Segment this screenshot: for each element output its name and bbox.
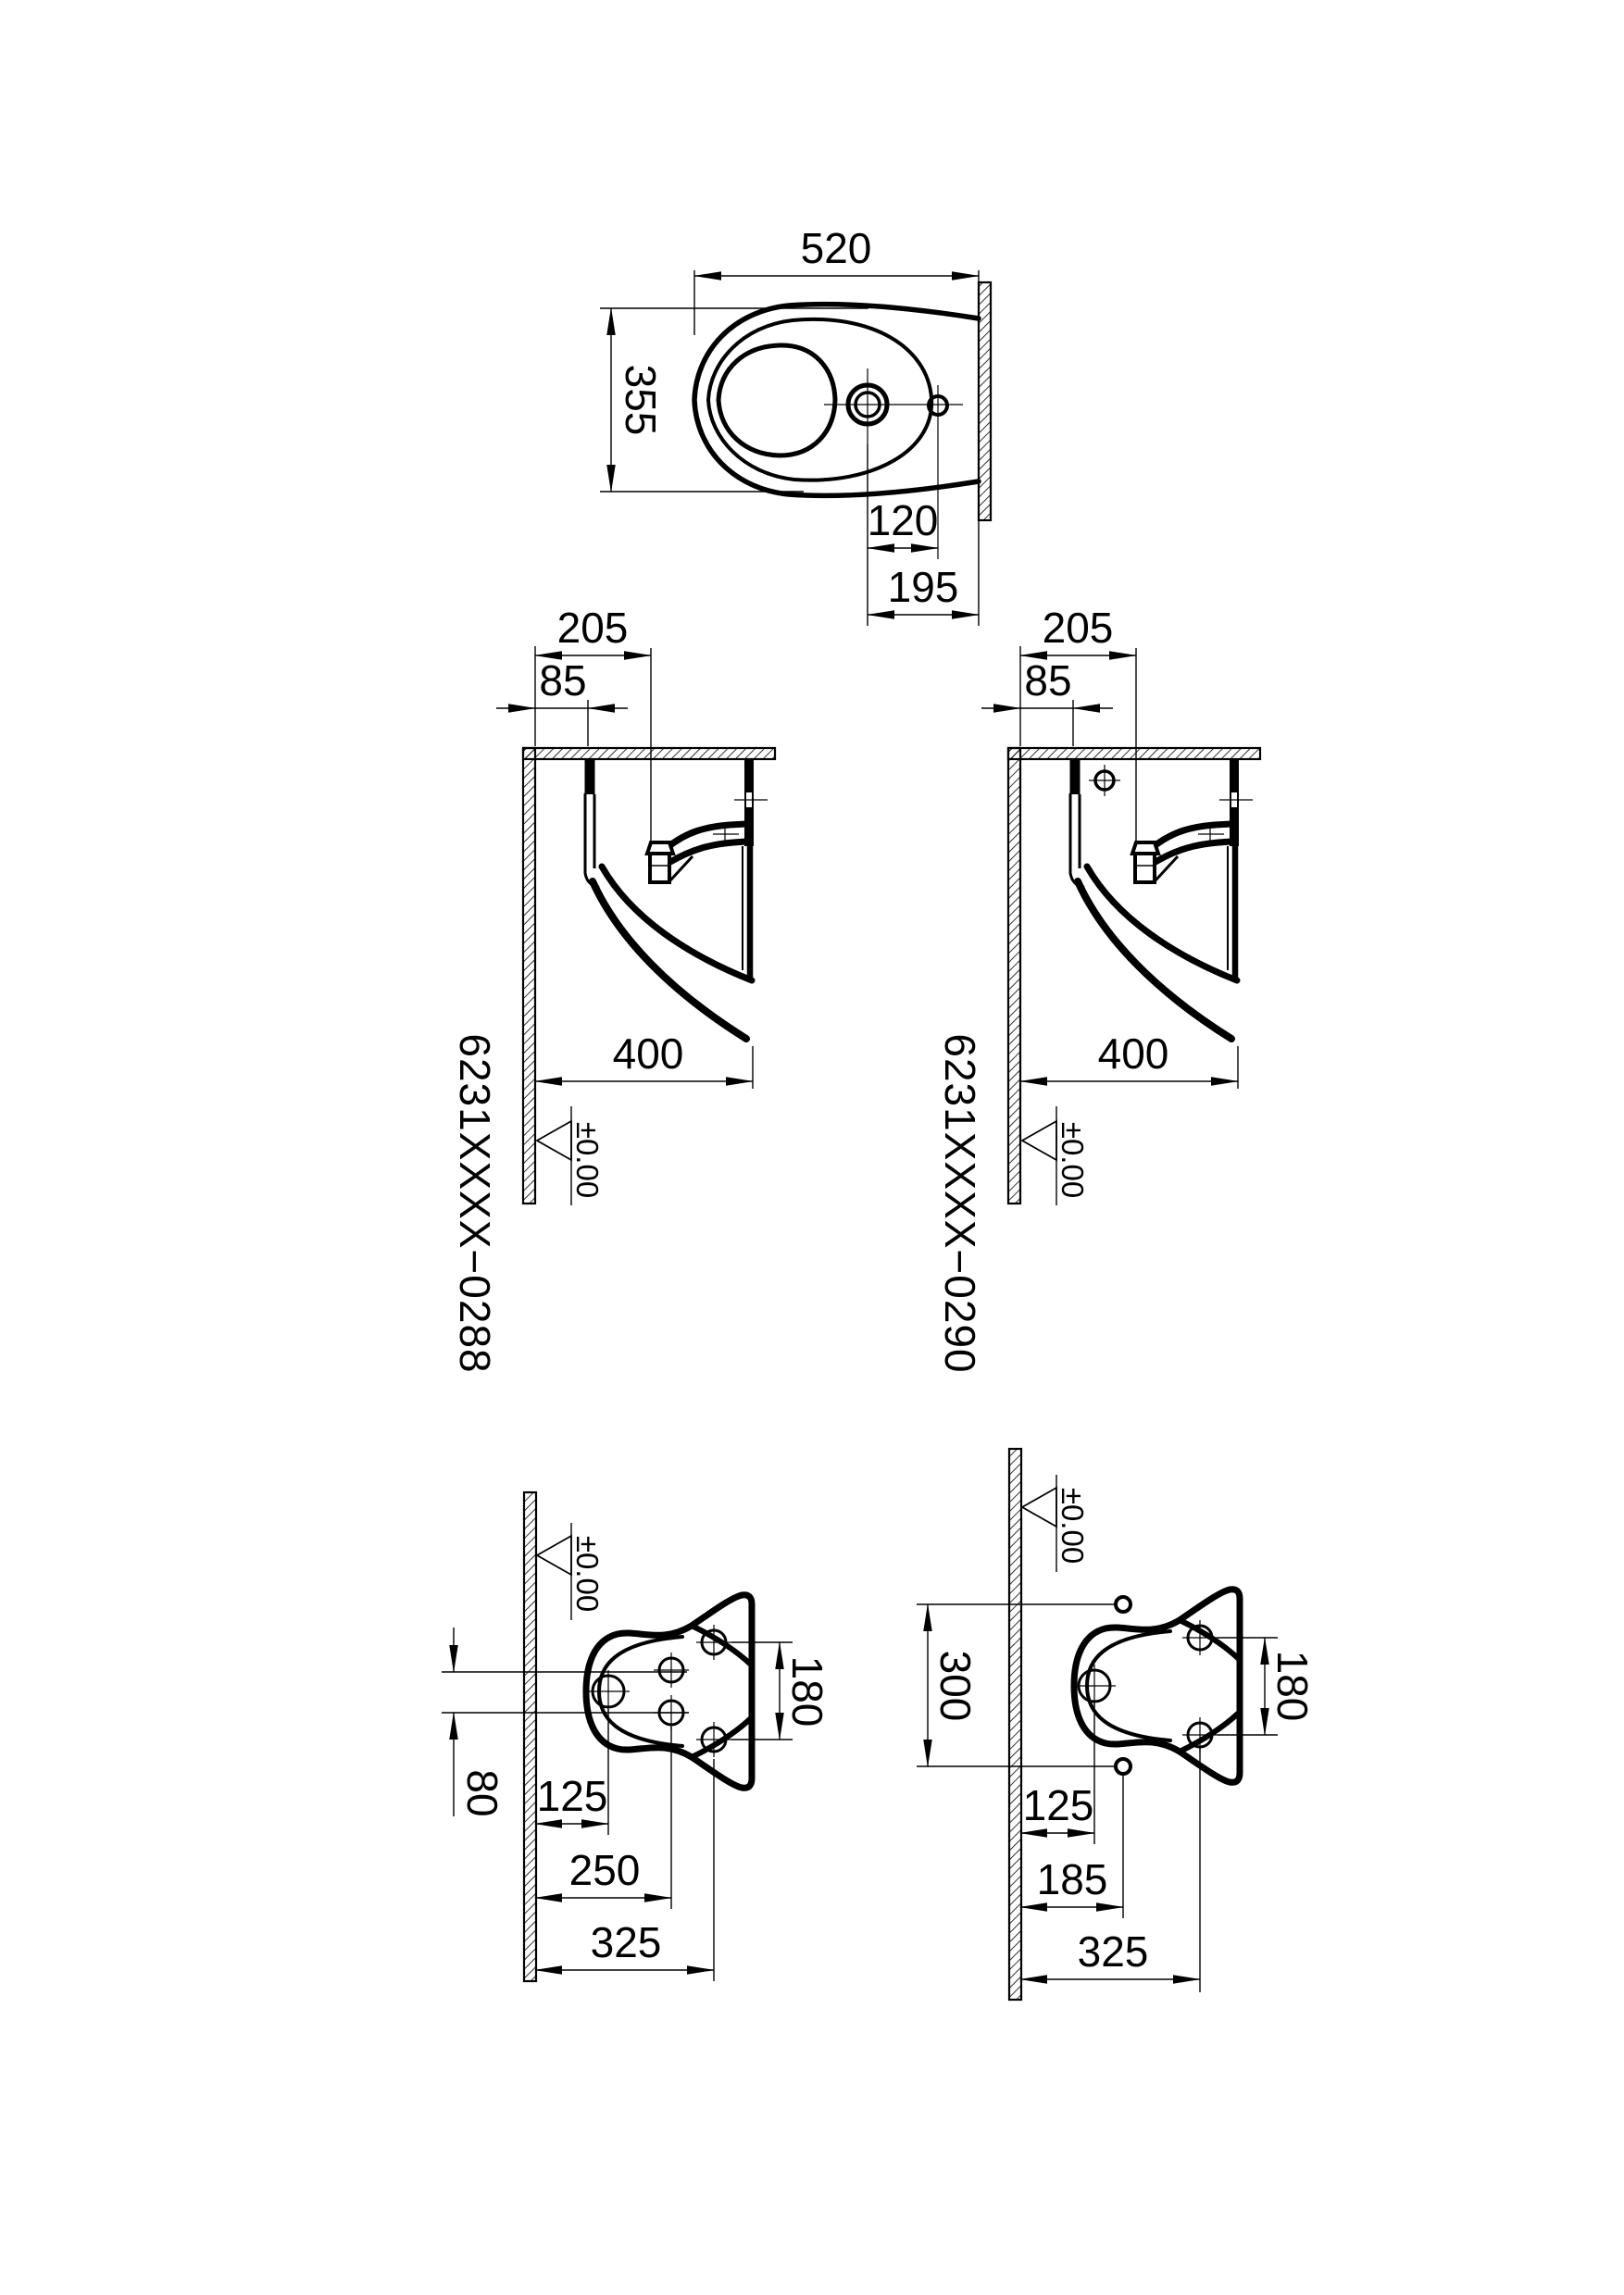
dim-355-text: 355 xyxy=(617,365,665,436)
dim-80-text: 80 xyxy=(458,1769,506,1816)
dim-300-text: 300 xyxy=(931,1651,980,1722)
dim-120: 120 xyxy=(867,444,939,626)
wall-section xyxy=(1006,746,1262,761)
level-text: ±0.00 xyxy=(570,1536,605,1612)
dim-85-text: 85 xyxy=(539,656,586,705)
level-text: ±0.00 xyxy=(1056,1488,1090,1564)
side-fixing-hole xyxy=(696,1625,731,1660)
level-marker: ±0.00 xyxy=(535,1106,605,1205)
dim-325-text: 325 xyxy=(1078,1927,1149,1976)
fixing-hole xyxy=(654,1695,689,1730)
supply-pipe xyxy=(1148,820,1235,866)
dim-125: 125 xyxy=(1019,1781,1095,1838)
dim-400-text: 400 xyxy=(1098,1029,1169,1078)
dim-85: 85 xyxy=(981,656,1113,746)
faucet-box xyxy=(1130,841,1180,884)
drain-hole xyxy=(1073,1665,1116,1707)
dim-85-text: 85 xyxy=(1024,656,1071,705)
bidet-profile xyxy=(1068,759,1253,1042)
wall-section xyxy=(1007,1447,1023,2002)
dim-80: 80 xyxy=(449,1628,506,1817)
fixing-hole xyxy=(927,385,949,559)
product-code-label: 6231XXXX−0288 xyxy=(451,1033,499,1373)
dim-205-text: 205 xyxy=(1043,604,1114,652)
bidet-rim xyxy=(706,317,934,482)
dim-250: 250 xyxy=(534,1846,672,1902)
level-marker-icon xyxy=(535,1534,572,1577)
drain-hole xyxy=(587,1670,630,1713)
bidet-outline-outer xyxy=(692,301,981,499)
dim-85: 85 xyxy=(496,656,628,746)
dim-180: 180 xyxy=(731,1641,831,1740)
level-marker: ±0.00 xyxy=(535,1523,605,1620)
dim-205: 205 xyxy=(534,604,652,841)
dim-205-text: 205 xyxy=(557,604,629,652)
dim-195: 195 xyxy=(867,520,980,626)
dim-250-text: 250 xyxy=(569,1846,641,1894)
dim-325-text: 325 xyxy=(591,1918,662,1966)
level-text: ±0.00 xyxy=(1056,1122,1090,1198)
dim-300: 300 xyxy=(923,1603,980,1767)
floor-section xyxy=(521,746,537,1205)
dim-355: 355 xyxy=(600,307,868,493)
dim-400: 400 xyxy=(1019,1029,1239,1089)
dim-180-text: 180 xyxy=(783,1656,831,1727)
tap-hole xyxy=(824,368,963,444)
bidet-outline xyxy=(1070,1586,1243,1786)
side-fixing-hole xyxy=(1182,1620,1218,1655)
dim-125: 125 xyxy=(534,1772,609,1828)
dim-520: 520 xyxy=(693,224,980,335)
dim-185-text: 185 xyxy=(1037,1855,1108,1903)
tap-hole xyxy=(1114,1595,1132,1614)
dim-400: 400 xyxy=(534,1029,754,1089)
side-fixing-hole xyxy=(696,1722,731,1757)
dim-125-text: 125 xyxy=(537,1772,608,1820)
wall-section xyxy=(521,746,777,761)
dim-125-text: 125 xyxy=(1023,1781,1094,1829)
bidet-bowl xyxy=(716,343,838,458)
level-marker: ±0.00 xyxy=(1020,1475,1090,1572)
front-view-0288: ±0.00 xyxy=(442,1491,831,1983)
level-marker-icon xyxy=(1020,1486,1057,1528)
dim-205: 205 xyxy=(1019,604,1137,841)
dim-185: 185 xyxy=(1019,1855,1124,1912)
wall-section xyxy=(977,281,993,522)
dim-180-text: 180 xyxy=(1268,1651,1317,1722)
dim-400-text: 400 xyxy=(613,1029,684,1078)
fixing-hole xyxy=(654,1653,689,1688)
dim-120-text: 120 xyxy=(868,496,939,544)
floor-section xyxy=(1006,746,1022,1205)
bidet-profile xyxy=(583,759,768,1042)
dim-325: 325 xyxy=(1019,1927,1201,1984)
level-marker-icon xyxy=(535,1119,572,1162)
supply-pipe xyxy=(663,820,750,866)
dim-325: 325 xyxy=(534,1918,715,1975)
dim-180: 180 xyxy=(1218,1637,1317,1736)
side-view-0290: 205 85 400 ±0.00 6231XXXX−0290 xyxy=(936,604,1262,1374)
dim-195-text: 195 xyxy=(888,563,959,611)
faucet-box xyxy=(644,841,694,884)
plan-view: 520 355 120 195 xyxy=(600,224,993,626)
level-text: ±0.00 xyxy=(570,1122,605,1198)
level-marker: ±0.00 xyxy=(1020,1106,1090,1205)
dim-520-text: 520 xyxy=(801,224,872,272)
side-view-0288: 205 85 400 ±0.00 6231XXXX−0288 xyxy=(451,604,777,1374)
product-code-label: 6231XXXX−0290 xyxy=(936,1033,984,1373)
level-marker-icon xyxy=(1020,1119,1057,1162)
tap-hole xyxy=(1114,1757,1132,1776)
side-tap-hole xyxy=(1089,765,1120,796)
front-view-0290: ±0.00 300 xyxy=(917,1447,1317,2002)
wall-section xyxy=(522,1491,538,1983)
